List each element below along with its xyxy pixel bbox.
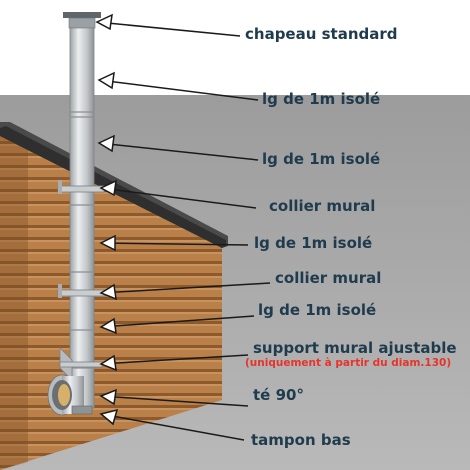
label-tampon-bas: tampon bas bbox=[251, 431, 351, 449]
label-lg-isole-3: lg de 1m isolé bbox=[254, 234, 373, 252]
label-support-mural: support mural ajustable bbox=[253, 339, 457, 357]
chimney-cap-top bbox=[63, 12, 101, 18]
label-lg-isole-4: lg de 1m isolé bbox=[258, 301, 377, 319]
chimney-pipe bbox=[69, 25, 95, 409]
label-collier-mural-1: collier mural bbox=[269, 197, 376, 215]
label-te-90: té 90° bbox=[253, 386, 304, 404]
label-collier-mural-2: collier mural bbox=[275, 269, 382, 287]
label-lg-isole-2: lg de 1m isolé bbox=[262, 150, 381, 168]
pointers bbox=[95, 13, 271, 441]
wall-corner bbox=[0, 135, 28, 470]
label-lg-isole-1: lg de 1m isolé bbox=[262, 90, 381, 108]
pipe-joints bbox=[70, 111, 94, 369]
label-support-note: (uniquement à partir du diam.130) bbox=[245, 357, 452, 369]
label-chapeau-standard: chapeau standard bbox=[245, 25, 398, 43]
bottom-cap bbox=[71, 405, 93, 415]
chimney-cap-neck bbox=[68, 17, 96, 29]
tee-90 bbox=[47, 374, 84, 416]
